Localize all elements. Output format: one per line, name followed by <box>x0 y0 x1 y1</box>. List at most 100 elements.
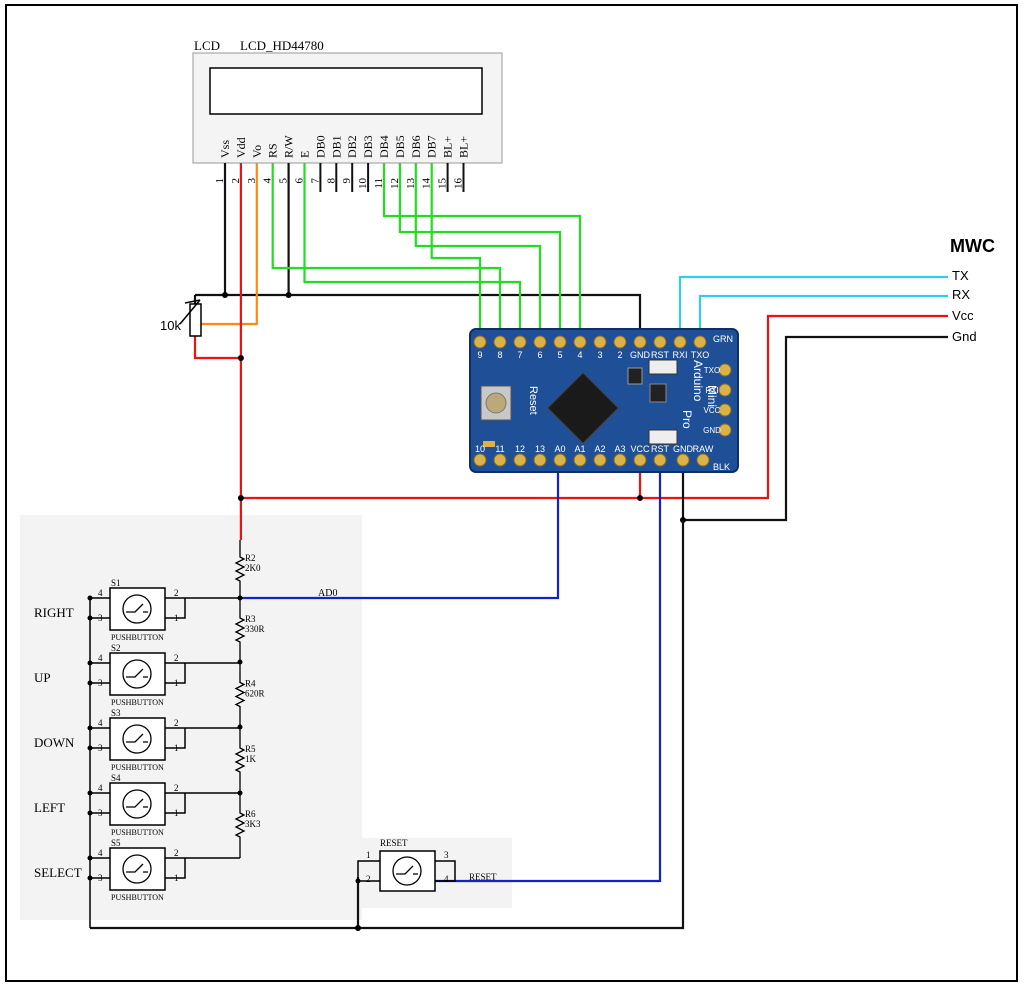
button-pin2-num: 2 <box>174 848 179 858</box>
lcd-pin-name-11: DB4 <box>377 135 391 158</box>
wire-17 <box>382 163 582 342</box>
reset-pushbutton: RESET 1 2 3 4 RESET <box>366 838 497 892</box>
header-side-label: RXI <box>705 386 718 395</box>
header-top-label: 2 <box>617 350 622 360</box>
header-top-label: RST <box>651 350 670 360</box>
lcd-pin-num-5: 5 <box>278 178 290 184</box>
drawing-frame <box>5 4 1018 982</box>
pushbutton-array: RIGHTS1PUSHBUTTON4321UPS2PUSHBUTTON4321D… <box>34 578 241 928</box>
lcd-pin-num-4: 4 <box>262 178 274 184</box>
header-top-label: 9 <box>477 350 482 360</box>
button-ref: S3 <box>111 708 121 718</box>
lcd-pin-name-13: DB6 <box>409 135 423 158</box>
junction-dot <box>637 495 643 501</box>
wire-network <box>90 163 948 931</box>
mwc-signal-gnd: Gnd <box>952 329 977 344</box>
header-side-pin <box>718 383 732 397</box>
wire-8 <box>195 293 642 342</box>
button-ref: S4 <box>111 773 121 783</box>
board-name-line3: Mini <box>705 385 719 407</box>
button-label: UP <box>34 670 51 685</box>
header-top-pin <box>633 335 647 349</box>
blk-label: BLK <box>713 462 730 472</box>
button-type: PUSHBUTTON <box>111 893 164 902</box>
button-label: DOWN <box>34 735 75 750</box>
button-pin4-num: 4 <box>98 783 103 793</box>
button-pin1-num: 1 <box>174 808 179 818</box>
button-label: LEFT <box>34 800 65 815</box>
header-bottom-label: 11 <box>495 444 504 454</box>
header-bottom-pin <box>613 453 627 467</box>
header-bottom-label: A3 <box>614 444 625 454</box>
mwc-signal-rx: RX <box>952 287 970 302</box>
button-symbol <box>122 854 152 884</box>
lcd-pin-num-1: 1 <box>214 178 226 184</box>
header-bottom-label: A2 <box>594 444 605 454</box>
mwc-signal-vcc: Vcc <box>952 308 974 323</box>
resistor-r2 <box>234 540 246 598</box>
header-top-pin <box>473 335 487 349</box>
wire-24 <box>90 520 685 930</box>
button-pin1-num: 1 <box>174 678 179 688</box>
header-top-pin <box>533 335 547 349</box>
capacitor-bottom <box>648 429 678 445</box>
header-top-label: 3 <box>597 350 602 360</box>
header-side-label: VCC <box>704 406 721 415</box>
lcd-pin-num-13: 13 <box>405 178 417 190</box>
junction-dot <box>237 495 244 501</box>
lcd-pin-name-3: Vo <box>250 145 264 158</box>
header-top-label: 7 <box>517 350 522 360</box>
button-symbol <box>122 659 152 689</box>
button-pin1-lead <box>165 663 186 684</box>
reset-silkscreen: Reset <box>527 386 539 415</box>
wire-13 <box>240 314 948 500</box>
wire-12 <box>193 336 241 360</box>
button-type: PUSHBUTTON <box>111 633 164 642</box>
reset-pin2: 2 <box>366 874 371 884</box>
header-top-label: TXO <box>691 350 710 360</box>
reset-pin3: 3 <box>444 850 449 860</box>
header-top-pin <box>553 335 567 349</box>
button-pin1-num: 1 <box>174 873 179 883</box>
resistor-r5 <box>234 727 246 793</box>
reset-button-title: RESET <box>380 838 408 848</box>
header-side-label: TXO <box>704 366 720 375</box>
button-pin3-num: 3 <box>98 678 103 688</box>
resistor-value: 2K0 <box>245 563 261 573</box>
lcd-pin-num-16: 16 <box>453 178 465 190</box>
button-contact <box>126 668 148 678</box>
reset-left-leads <box>357 860 380 882</box>
keypad-region <box>20 515 362 920</box>
header-top-pin <box>653 335 667 349</box>
header-bottom-pin <box>633 453 647 467</box>
header-top-label: GND <box>630 350 651 360</box>
led-indicator <box>483 441 495 447</box>
header-top-pin <box>673 335 687 349</box>
resistor-ref: R3 <box>245 614 256 624</box>
button-pin1-num: 1 <box>174 743 179 753</box>
grn-label: GRN <box>713 334 733 344</box>
reset-pin1: 1 <box>366 850 371 860</box>
lcd-pin-num-8: 8 <box>325 178 337 184</box>
lcd-ref-label: LCD <box>194 38 220 53</box>
lcd-pin-name-1: Vss <box>218 140 232 158</box>
lcd-pin-num-12: 12 <box>389 178 401 189</box>
lcd-pin-name-10: DB3 <box>361 135 375 158</box>
button-pin4-num: 4 <box>98 588 103 598</box>
header-top-label: 5 <box>557 350 562 360</box>
header-bottom-pin <box>676 453 690 467</box>
header-side-label: GND <box>703 426 721 435</box>
header-bottom-label: VCC <box>630 444 650 454</box>
button-type: PUSHBUTTON <box>111 828 164 837</box>
resistor-r3 <box>234 598 246 662</box>
button-pin3-num: 3 <box>98 743 103 753</box>
button-symbol <box>122 789 152 819</box>
header-top-pin <box>493 335 507 349</box>
lcd-pin-name-6: E <box>298 151 312 158</box>
resistor-ref: R2 <box>245 553 256 563</box>
button-contact <box>126 733 148 743</box>
button-pin4-num: 4 <box>98 848 103 858</box>
